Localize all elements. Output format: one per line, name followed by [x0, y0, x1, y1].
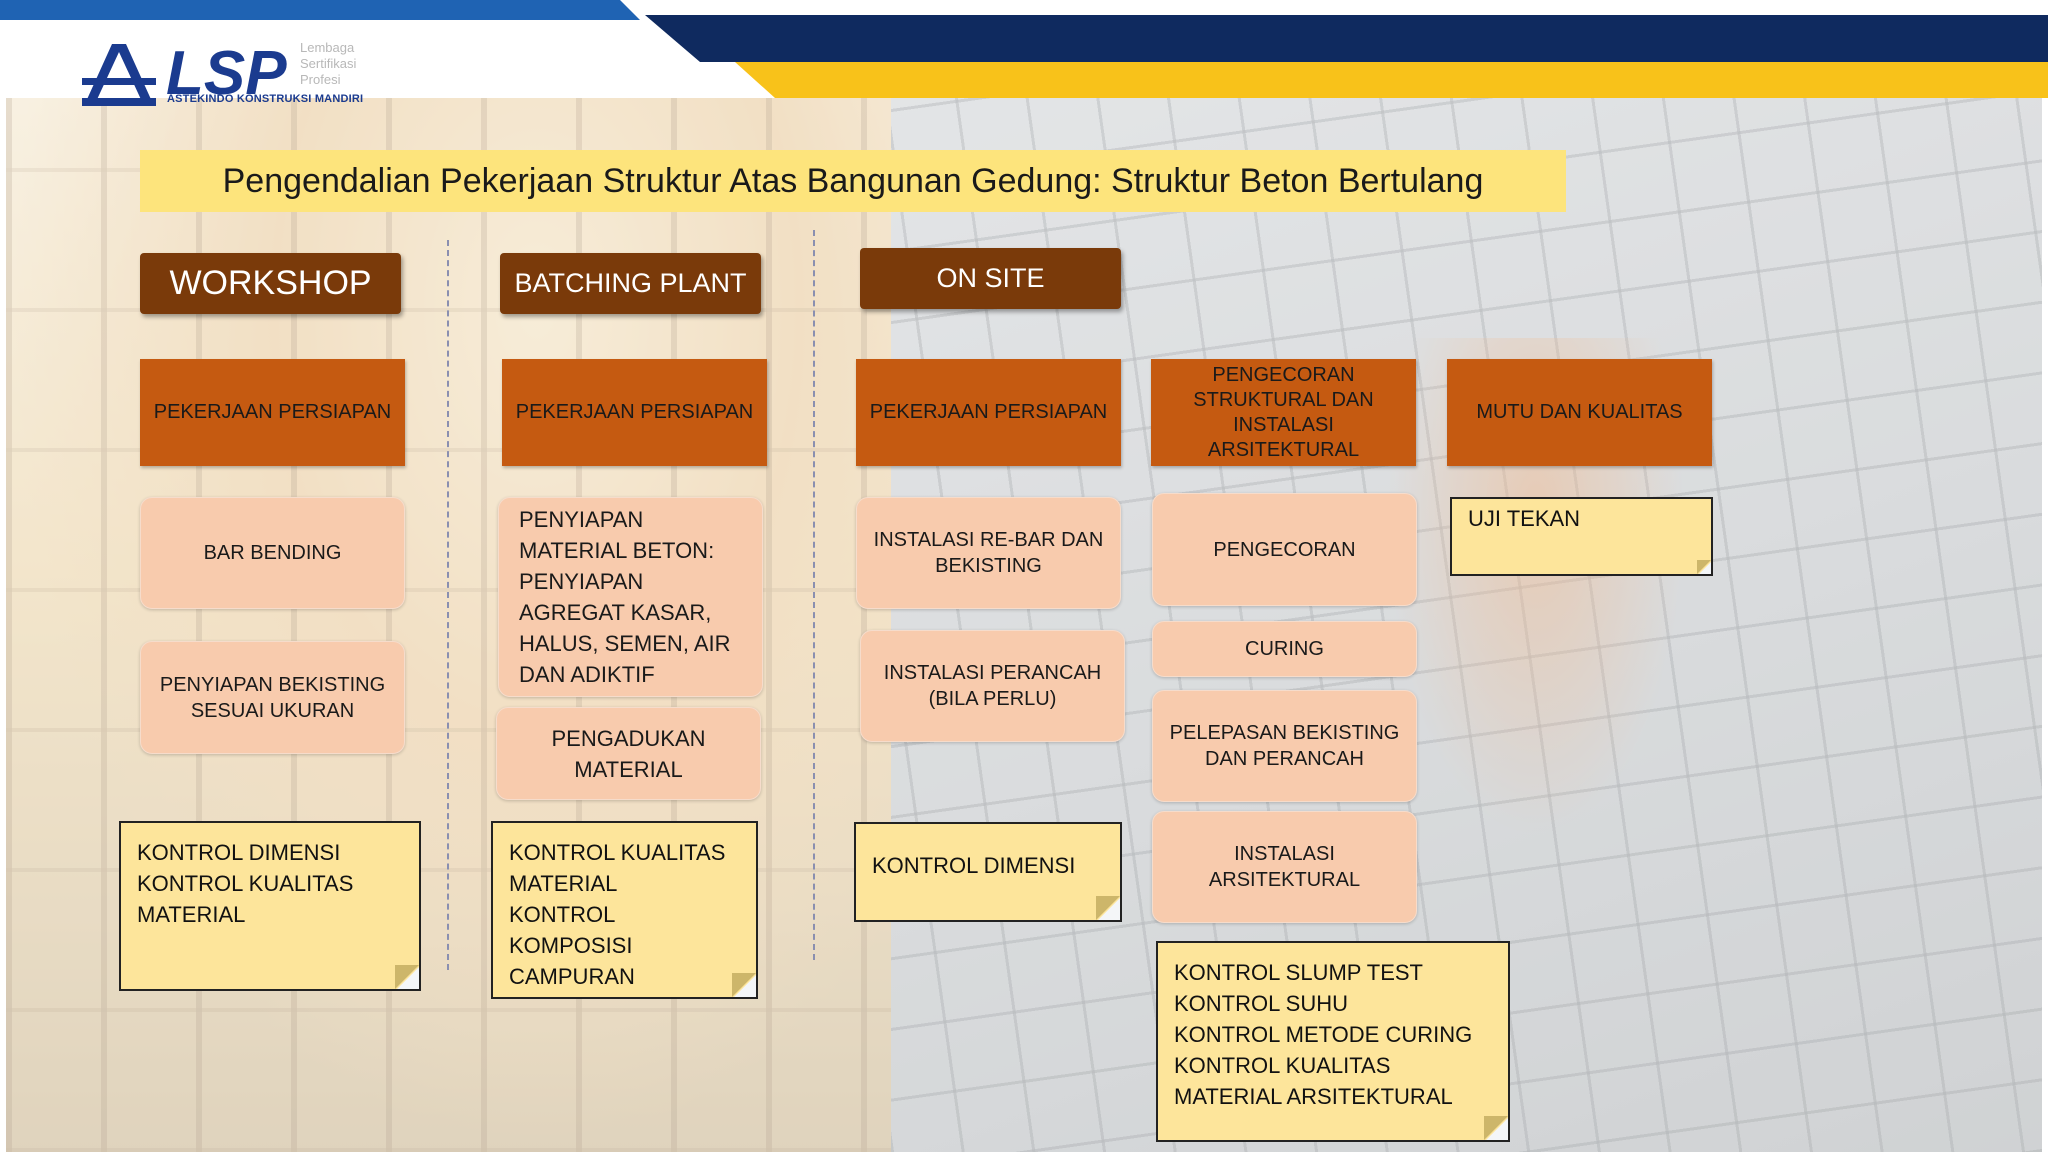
- note-line: KONTROL DIMENSI: [137, 840, 341, 865]
- onsite-prep-control-note: KONTROL DIMENSI: [854, 822, 1122, 922]
- onsite-casting-step-box: CURING: [1152, 621, 1417, 677]
- section-divider: [813, 230, 815, 960]
- logo-tagline: ASTEKINDO KONSTRUKSI MANDIRI: [167, 93, 364, 105]
- svg-text:LSP: LSP: [166, 42, 287, 102]
- logo-side-line: Sertifikasi: [300, 56, 357, 71]
- workshop-header-box: PEKERJAAN PERSIAPAN: [140, 359, 405, 466]
- section-divider: [447, 240, 449, 970]
- workshop-step-box: BAR BENDING: [140, 497, 405, 609]
- note-line: KONTROL SUHU: [1174, 991, 1348, 1016]
- title-banner: Pengendalian Pekerjaan Struktur Atas Ban…: [140, 150, 1566, 212]
- batching-step-box: PENGADUKAN MATERIAL: [496, 707, 761, 800]
- batching-header-box: PEKERJAAN PERSIAPAN: [502, 359, 767, 466]
- header-decoration: [0, 0, 2048, 98]
- note-line: KONTROL SLUMP TEST: [1174, 960, 1423, 985]
- batching-step-box: PENYIAPAN MATERIAL BETON: PENYIAPAN AGRE…: [498, 497, 763, 697]
- onsite-casting-step-box: PENGECORAN: [1152, 493, 1417, 606]
- onsite-casting-step-box: INSTALASI ARSITEKTURAL: [1152, 811, 1417, 923]
- onsite-prep-step-box: INSTALASI RE-BAR DAN BEKISTING: [856, 497, 1121, 609]
- logo-lsp-mark: LSP: [166, 42, 287, 102]
- logo: LSP: [80, 38, 380, 113]
- section-tab-batching-plant: BATCHING PLANT: [500, 253, 761, 314]
- note-line: KONTROL KUALITAS MATERIAL: [509, 840, 726, 896]
- note-line: KONTROL METODE CURING: [1174, 1022, 1473, 1047]
- onsite-casting-step-box: PELEPASAN BEKISTING DAN PERANCAH: [1152, 690, 1417, 802]
- note-line: KONTROL KUALITAS MATERIAL ARSITEKTURAL: [1174, 1053, 1453, 1109]
- section-tab-on-site: ON SITE: [860, 248, 1121, 309]
- note-line: KONTROL KUALITAS MATERIAL: [137, 871, 354, 927]
- page-title: Pengendalian Pekerjaan Struktur Atas Ban…: [222, 161, 1484, 200]
- onsite-casting-control-note: KONTROL SLUMP TEST KONTROL SUHU KONTROL …: [1156, 941, 1510, 1142]
- logo-side-line: Profesi: [300, 72, 341, 87]
- batching-control-note: KONTROL KUALITAS MATERIAL KONTROL KOMPOS…: [491, 821, 758, 999]
- note-line: UJI TEKAN: [1468, 506, 1581, 531]
- note-line: KONTROL KOMPOSISI CAMPURAN: [509, 902, 635, 989]
- workshop-step-box: PENYIAPAN BEKISTING SESUAI UKURAN: [140, 641, 405, 754]
- note-line: KONTROL DIMENSI: [872, 852, 1076, 878]
- onsite-prep-header-box: PEKERJAAN PERSIAPAN: [856, 359, 1121, 466]
- logo-side-text: Lembaga Sertifikasi Profesi: [300, 40, 356, 88]
- workshop-control-note: KONTROL DIMENSI KONTROL KUALITAS MATERIA…: [119, 821, 421, 991]
- quality-header-box: MUTU DAN KUALITAS: [1447, 359, 1712, 466]
- onsite-prep-step-box: INSTALASI PERANCAH (BILA PERLU): [860, 630, 1125, 742]
- logo-side-line: Lembaga: [300, 40, 355, 55]
- tower-arch-icon: [82, 44, 156, 106]
- section-tab-workshop: WORKSHOP: [140, 253, 401, 314]
- onsite-casting-header-box: PENGECORAN STRUKTURAL DAN INSTALASI ARSI…: [1151, 359, 1416, 466]
- quality-control-note: UJI TEKAN: [1450, 497, 1713, 576]
